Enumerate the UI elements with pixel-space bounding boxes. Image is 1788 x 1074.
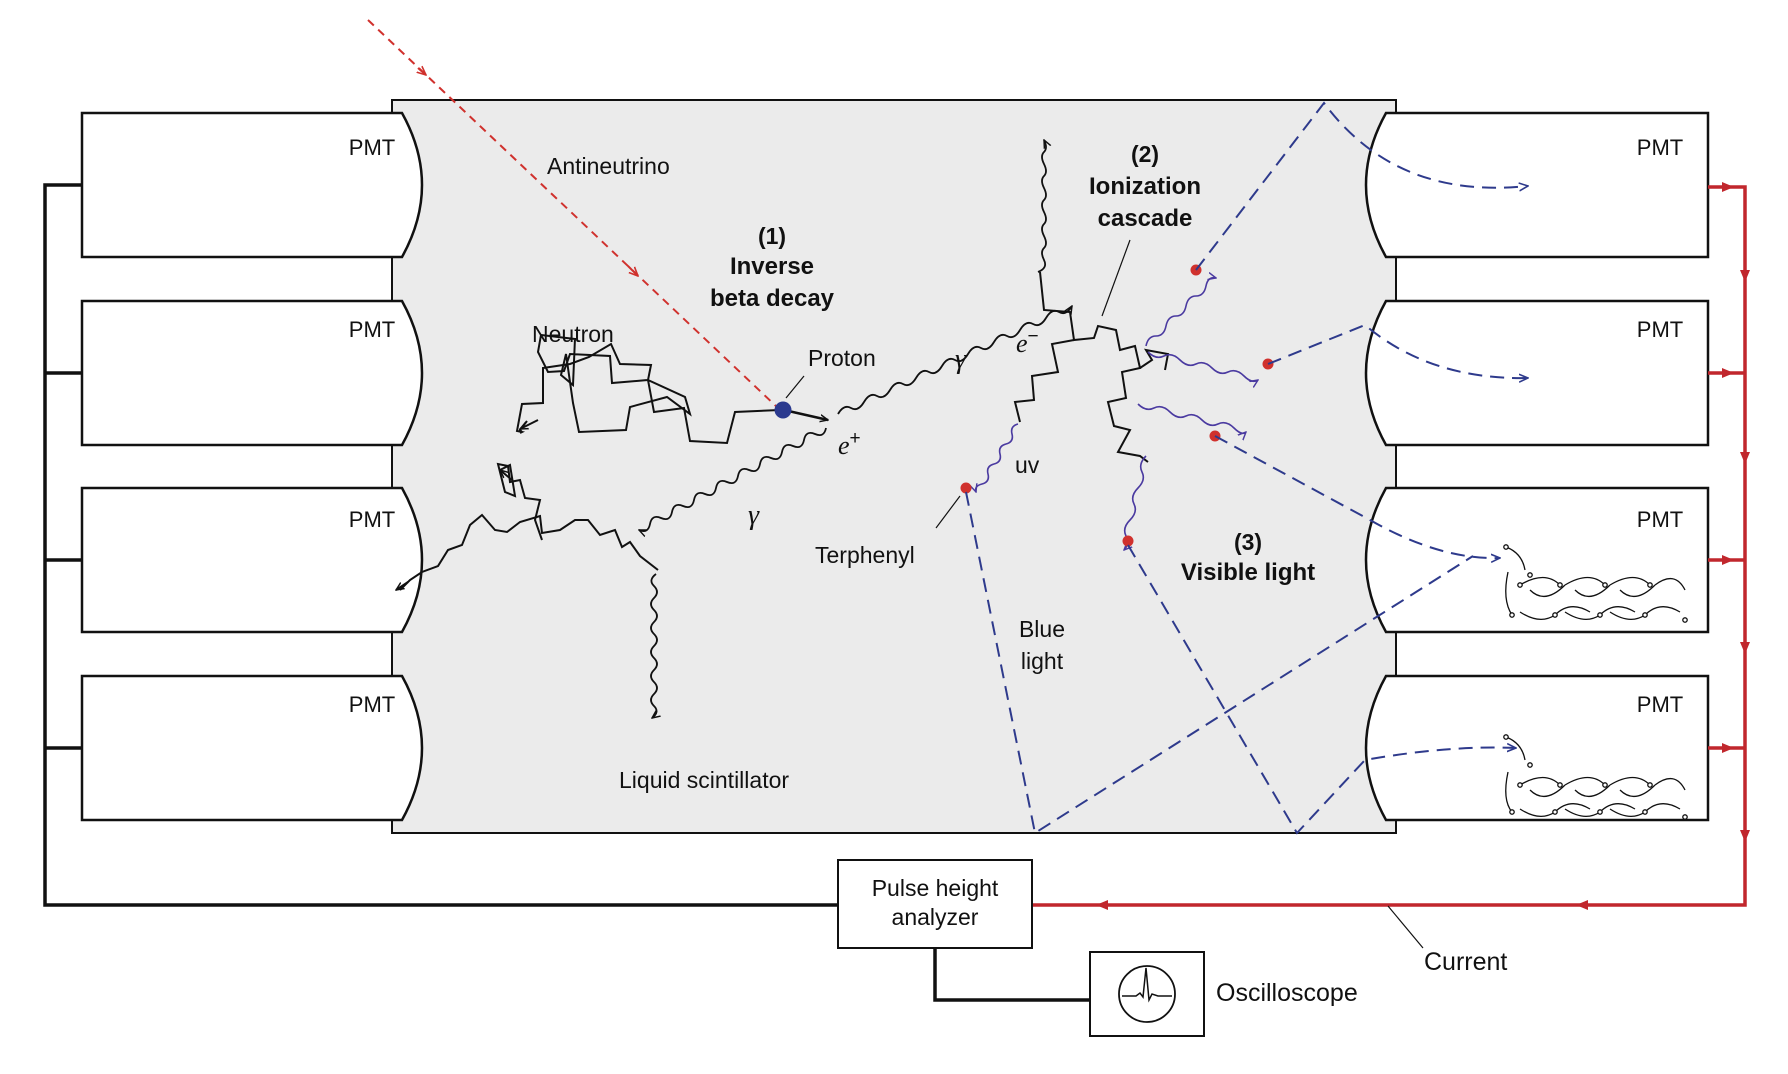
current-leader (1387, 905, 1424, 949)
pmt-label: PMT (1637, 317, 1683, 342)
right-pmt-4: PMT (1364, 674, 1710, 822)
left-pmt-2: PMT (80, 299, 424, 447)
right-pmt-2: PMT (1364, 299, 1710, 447)
liquid-scintillator-label: Liquid scintillator (619, 767, 789, 793)
current-arrows (1096, 182, 1750, 910)
step3-number: (3) (1234, 529, 1262, 555)
step1-label-1: Inverse (730, 253, 814, 280)
terphenyl-label: Terphenyl (815, 542, 915, 568)
scintillator-tank (391, 99, 1397, 834)
antineutrino-label: Antineutrino (547, 153, 670, 179)
step2-number: (2) (1131, 141, 1159, 167)
pmt-label: PMT (349, 135, 395, 160)
step1-number: (1) (758, 223, 786, 249)
step2-label-1: Ionization (1089, 173, 1201, 200)
pulse-height-analyzer: Pulse height analyzer (837, 859, 1033, 949)
pulse-analyzer-label-1: Pulse height (872, 875, 999, 901)
compton-electron-branch (496, 462, 543, 541)
left-pmt-3: PMT (80, 486, 424, 634)
left-pmt-1: PMT (80, 111, 424, 259)
left-signal-bus (43, 183, 838, 907)
right-pmt-3: PMT (1364, 486, 1710, 634)
compton-electron-track (399, 513, 659, 591)
gamma-ray-down-wavy (650, 573, 657, 718)
electron-cascade-track (1039, 271, 1149, 463)
electron-cascade-branch-2 (1139, 348, 1170, 371)
blue-light-rays (965, 101, 1528, 835)
pmt-label: PMT (1637, 692, 1683, 717)
cascade-leader (1101, 239, 1131, 317)
neutron-label: Neutron (532, 321, 614, 347)
pulse-analyzer-label-2: analyzer (892, 904, 979, 930)
step2-label-2: cascade (1098, 205, 1193, 232)
neutron-arrow (520, 419, 539, 430)
terphenyl-leader (935, 495, 961, 529)
antineutrino-arrow-1 (418, 68, 426, 75)
dynode-chain-pmt4 (1503, 734, 1688, 820)
proton-dot (774, 401, 792, 419)
blue-light-label-1: Blue (1019, 616, 1065, 642)
gamma-ray-lower (639, 427, 827, 531)
pmt-label: PMT (349, 692, 395, 717)
oscilloscope: Oscilloscope (1089, 951, 1358, 1037)
pmt-label: PMT (1637, 135, 1683, 160)
right-pmt-1: PMT (1364, 111, 1710, 259)
pmt-label: PMT (349, 507, 395, 532)
pmt-label: PMT (1637, 507, 1683, 532)
electron-cascade-branch (1013, 339, 1075, 423)
uv-label: uv (1015, 452, 1040, 478)
antineutrino-arrow-2 (627, 265, 638, 276)
compton-branch-arrow-left (396, 581, 409, 590)
step1-label-2: beta decay (710, 285, 835, 312)
compton-branch-arrow-up (500, 470, 513, 481)
left-pmt-4: PMT (80, 674, 424, 822)
step3-label: Visible light (1181, 559, 1315, 586)
proton-label: Proton (808, 345, 876, 371)
oscilloscope-label: Oscilloscope (1216, 979, 1358, 1007)
current-label: Current (1424, 948, 1507, 976)
proton-leader (785, 375, 805, 399)
positron-label: e+ (838, 428, 861, 461)
blue-light-label-2: light (1021, 648, 1064, 674)
gamma-label-upper: γ (955, 344, 967, 375)
scope-cable (933, 948, 1090, 1002)
dynode-chain-pmt3 (1503, 544, 1688, 623)
antineutrino-path (367, 19, 779, 409)
pmt-label: PMT (349, 317, 395, 342)
gamma-ray-up-wavy (1037, 140, 1046, 273)
gamma-ray-upper (837, 306, 1072, 415)
gamma-label-lower: γ (748, 500, 760, 531)
neutron-track (515, 333, 781, 445)
electron-label: e− (1016, 326, 1039, 359)
